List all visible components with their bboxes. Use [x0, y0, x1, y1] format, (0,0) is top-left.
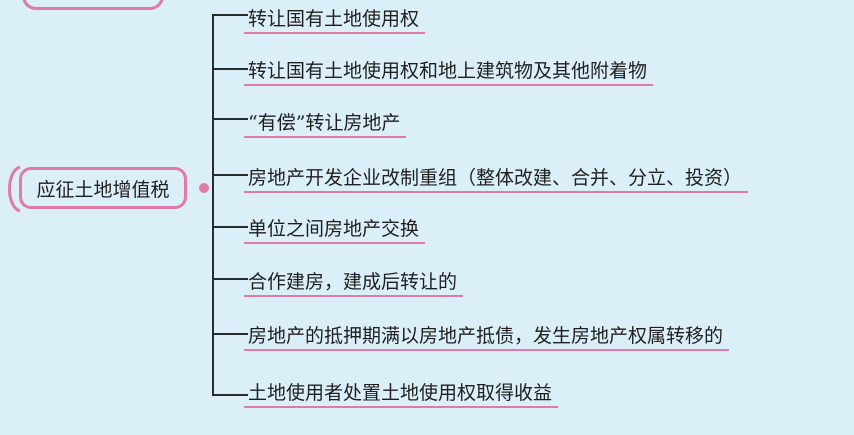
branch-trunk-line [212, 14, 214, 396]
leaf-node-5: 单位之间房地产交换 [244, 212, 426, 244]
branch-line-7 [212, 333, 248, 335]
root-connector-dot [199, 183, 209, 193]
branch-line-6 [212, 278, 248, 280]
root-node: 应征土地增值税 [19, 167, 187, 209]
branch-line-4 [212, 174, 248, 176]
branch-line-3 [212, 118, 248, 120]
leaf-node-1: 转让国有土地使用权 [244, 2, 426, 34]
leaf-node-6: 合作建房，建成后转让的 [244, 265, 464, 297]
leaf-node-8: 土地使用者处置土地使用权取得收益 [244, 376, 559, 408]
partial-parent-node [22, 0, 164, 10]
branch-line-5 [212, 226, 248, 228]
leaf-node-4: 房地产开发企业改制重组（整体改建、合并、分立、投资） [244, 161, 749, 193]
branch-line-2 [212, 68, 248, 70]
connector-curve [8, 165, 21, 213]
leaf-node-2: 转让国有土地使用权和地上建筑物及其他附着物 [244, 54, 654, 86]
leaf-node-3: “有偿”转让房地产 [244, 106, 407, 138]
branch-line-1 [212, 14, 248, 16]
leaf-node-7: 房地产的抵押期满以房地产抵债，发生房地产权属转移的 [244, 319, 730, 351]
branch-line-8 [212, 394, 248, 396]
